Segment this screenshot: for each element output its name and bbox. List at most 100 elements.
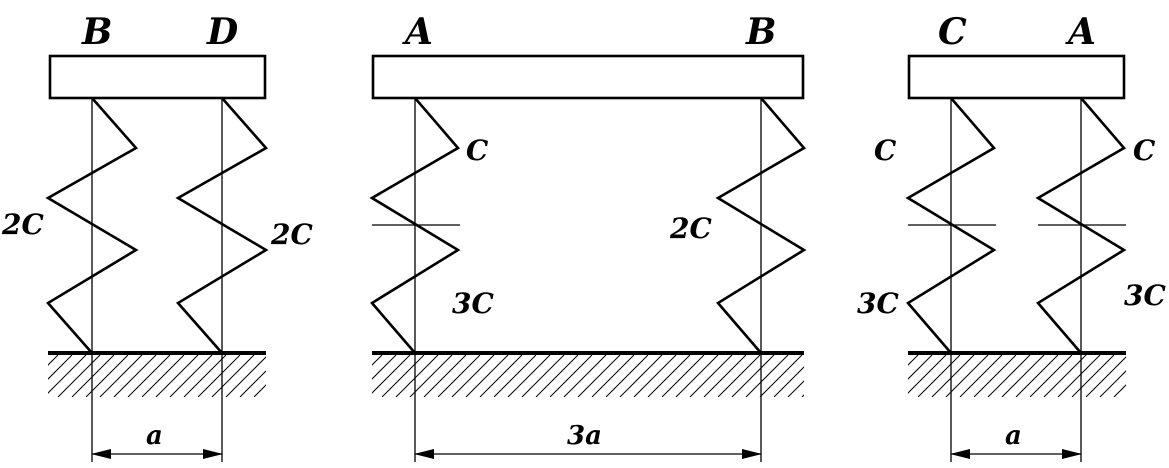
label-top-left: A xyxy=(402,11,433,53)
hatch-stroke xyxy=(987,355,1031,397)
hatch-stroke xyxy=(1001,355,1045,397)
hatch-stroke xyxy=(862,355,904,397)
hatch-stroke xyxy=(535,355,579,397)
hatch-stroke xyxy=(437,355,481,397)
hatch-stroke xyxy=(372,355,411,394)
hatch-stroke xyxy=(917,355,961,397)
hatch-stroke xyxy=(787,380,804,397)
hatch-stroke xyxy=(451,355,495,397)
hatch-stroke xyxy=(1128,355,1169,397)
hatch-stroke xyxy=(225,356,266,397)
label-spring-right-upper: C xyxy=(1133,134,1156,167)
label-top-right: A xyxy=(1065,11,1096,53)
hatch-stroke xyxy=(1029,355,1073,397)
label-spring-left-upper: C xyxy=(466,134,489,167)
hatch-stroke xyxy=(71,355,115,397)
label-top-right: B xyxy=(745,11,776,53)
hatch-stroke xyxy=(1043,355,1087,397)
hatch-stroke xyxy=(521,355,565,397)
hatch-stroke xyxy=(409,355,453,397)
hatch-stroke xyxy=(127,355,171,397)
hatch-stroke xyxy=(99,355,143,397)
hatch-stroke xyxy=(1071,355,1115,397)
hatch-stroke xyxy=(908,355,919,366)
beam xyxy=(907,54,1126,100)
label-spring-right: 2C xyxy=(669,212,712,245)
hatch-stroke xyxy=(381,355,425,397)
hatch-stroke xyxy=(372,355,383,366)
spring-left xyxy=(45,97,139,354)
hatch-stroke xyxy=(113,355,157,397)
hatch-stroke xyxy=(661,355,705,397)
label-spring-right-lower: 3C xyxy=(1124,279,1166,312)
label-spring-left-lower: 3C xyxy=(857,287,899,320)
ground-hatch xyxy=(848,355,1169,397)
hatch-stroke xyxy=(717,355,761,397)
panel-3: C A C 3C C 3C a xyxy=(848,11,1169,462)
ground-hatch xyxy=(312,355,804,397)
hatch-stroke xyxy=(908,355,947,394)
hatch-stroke xyxy=(549,355,593,397)
label-top-left: C xyxy=(938,11,967,53)
hatch-stroke xyxy=(1099,370,1126,397)
panel-1: B D 2C 2C a xyxy=(0,11,313,462)
label-top-right: D xyxy=(206,11,238,53)
panel-2: A B C 3C 2C 3a xyxy=(312,11,807,462)
hatch-stroke xyxy=(253,384,266,397)
spring-right xyxy=(1035,97,1127,354)
hatch-stroke xyxy=(605,355,649,397)
label-top-left: B xyxy=(81,11,112,53)
hatch-stroke xyxy=(908,355,933,380)
spring-right xyxy=(715,97,807,354)
hatch-stroke xyxy=(848,355,890,397)
hatch-stroke xyxy=(85,355,129,397)
hatch-stroke xyxy=(633,355,677,397)
hatch-stroke xyxy=(2,355,44,397)
hatch-stroke xyxy=(563,355,607,397)
hatch-stroke xyxy=(591,355,635,397)
hatch-stroke xyxy=(1113,384,1126,397)
hatch-stroke xyxy=(372,355,397,380)
hatch-stroke xyxy=(48,355,87,394)
hatch-stroke xyxy=(507,355,551,397)
label-spring-left: 2C xyxy=(1,208,44,241)
hatch-stroke xyxy=(493,355,537,397)
hatch-stroke xyxy=(689,355,733,397)
hatch-stroke xyxy=(326,355,368,397)
beam xyxy=(371,54,805,100)
label-spring-left-upper: C xyxy=(874,134,897,167)
hatch-stroke xyxy=(759,355,803,397)
label-dimension: a xyxy=(146,421,163,451)
hatch-stroke xyxy=(268,355,310,397)
hatch-stroke xyxy=(57,355,101,397)
hatch-stroke xyxy=(239,370,266,397)
hatch-stroke xyxy=(48,355,59,366)
label-dimension: a xyxy=(1005,421,1022,451)
hatch-stroke xyxy=(141,355,185,397)
label-dimension: 3a xyxy=(567,421,602,451)
hatch-stroke xyxy=(48,355,73,380)
hatch-stroke xyxy=(703,355,747,397)
label-spring-left-lower: 3C xyxy=(452,287,494,320)
hatch-stroke xyxy=(675,355,719,397)
hatch-stroke xyxy=(959,355,1003,397)
hatch-stroke xyxy=(465,355,509,397)
hatch-stroke xyxy=(395,355,439,397)
hatch-stroke xyxy=(973,355,1017,397)
hatch-stroke xyxy=(1015,355,1059,397)
spring-right xyxy=(175,97,269,354)
spring-left-upper xyxy=(369,97,461,354)
hatch-stroke xyxy=(0,355,30,397)
hatch-stroke xyxy=(312,355,354,397)
hatch-stroke xyxy=(197,355,241,397)
spring-left xyxy=(905,97,997,354)
beam xyxy=(48,54,267,100)
hatch-stroke xyxy=(619,355,663,397)
hatch-stroke xyxy=(745,355,789,397)
hatch-stroke xyxy=(1085,356,1126,397)
ground-hatch xyxy=(0,355,310,397)
hatch-stroke xyxy=(731,355,775,397)
hatch-stroke xyxy=(801,394,804,397)
label-spring-right: 2C xyxy=(270,218,313,251)
